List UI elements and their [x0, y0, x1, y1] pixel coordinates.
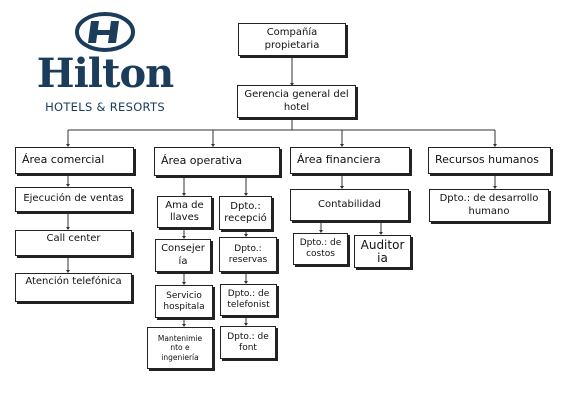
node-call-center: Call center	[15, 230, 132, 256]
node-ama-de-llaves: Ama de llaves	[157, 196, 212, 228]
node-recursos-humanos: Recursos humanos	[428, 147, 551, 174]
node-dpto-desarrollo-humano: Dpto.: de desarrollo humano	[429, 189, 549, 222]
node-gerencia-general: Gerencia general del hotel	[237, 85, 356, 118]
node-dpto-reservas: Dpto.: reservas	[219, 237, 277, 272]
node-contabilidad: Contabilidad	[290, 189, 409, 221]
hilton-emblem-icon	[75, 12, 135, 52]
node-atencion-telefonica: Atención telefónica	[15, 273, 132, 302]
node-area-comercial: Área comercial	[15, 147, 134, 174]
node-mantenimiento-ingenieria: Mantenimie nto e ingeniería	[147, 327, 213, 369]
logo-wordmark: Hilton	[36, 50, 174, 97]
hilton-logo: Hilton HOTELS & RESORTS	[32, 12, 178, 118]
node-area-operativa: Área operativa	[154, 147, 280, 176]
node-ejecucion-ventas: Ejecución de ventas	[15, 187, 132, 212]
node-compania-propietaria: Compañía propietaria	[238, 23, 346, 56]
node-dpto-costos: Dpto.: de costos	[293, 233, 348, 265]
node-dpto-recepcion: Dpto.: recepció	[219, 196, 272, 230]
node-dpto-font: Dpto.: de font	[220, 326, 276, 359]
node-area-financiera: Área financiera	[290, 147, 410, 174]
node-conserjeria: Consejer ía	[155, 239, 211, 272]
node-servicio-hospitalario: Servicio hospitala	[155, 285, 213, 318]
node-auditoria: Auditor ia	[354, 235, 411, 268]
logo-tagline: HOTELS & RESORTS	[45, 100, 165, 114]
node-dpto-telefonista: Dpto.: de telefonist	[220, 284, 277, 316]
